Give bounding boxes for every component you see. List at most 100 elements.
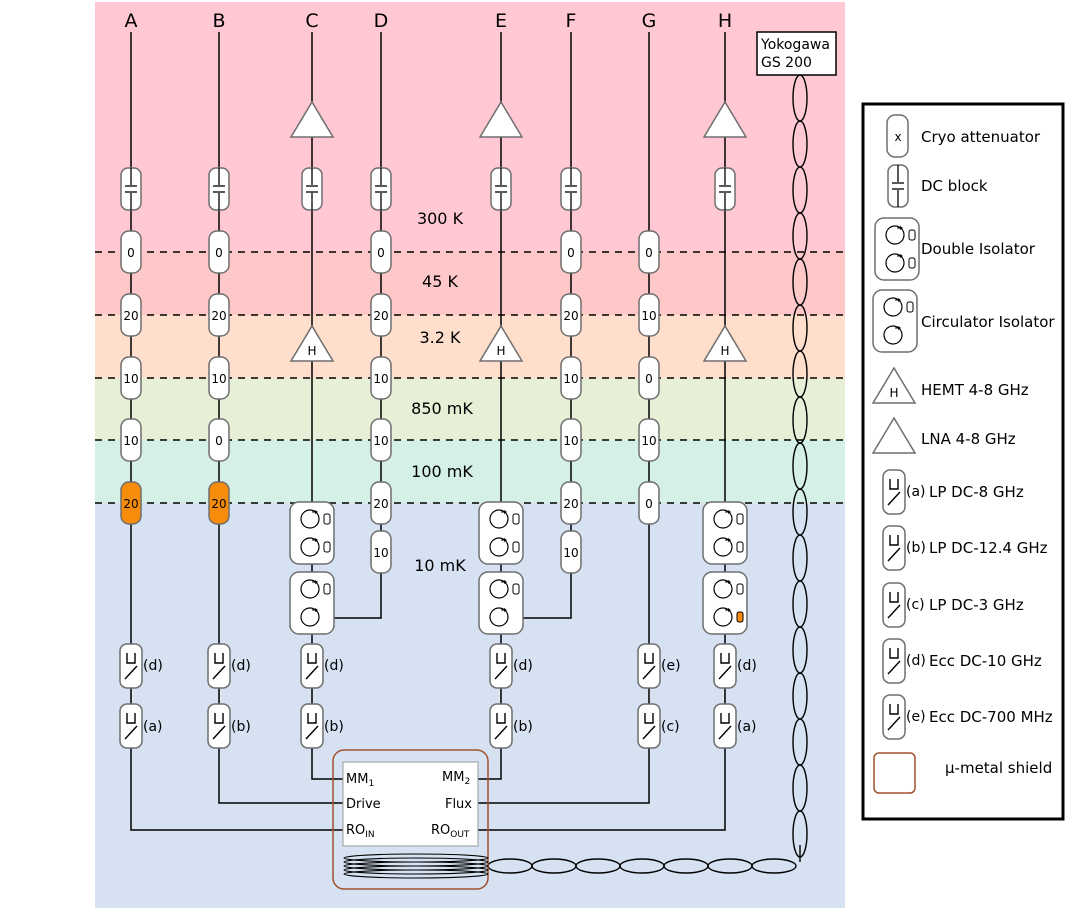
filter-icon <box>119 643 143 689</box>
mu-metal-shield-icon <box>873 752 916 794</box>
attenuator-legend-symbol: x <box>894 130 901 144</box>
attenuator-f-850mk: 10 <box>563 372 578 386</box>
filter-icon <box>637 703 661 749</box>
source-name: Yokogawa <box>760 37 830 53</box>
twist-segment <box>751 858 797 874</box>
filter-icon <box>882 469 906 515</box>
attenuator-g-100mk: 10 <box>641 434 656 448</box>
filter-c-tag-2: (b) <box>324 719 344 735</box>
filters: (d) (a) (d) (b) (d) (b) (d) (b) (e) (c) … <box>119 643 757 749</box>
hemt-label: H <box>307 344 316 358</box>
legend: x Cryo attenuator DC block Double Isolat… <box>861 102 1065 821</box>
line-labels: A B C D E F G H <box>125 10 733 32</box>
dc-block-icon <box>301 167 323 211</box>
legend-circulator-isolator: Circulator Isolator <box>921 313 1055 331</box>
filter-c-tag-1: (d) <box>324 658 344 674</box>
legend-lp-dc-3: LP DC-3 GHz <box>929 596 1024 614</box>
port-mm2: MM2 <box>442 770 470 787</box>
attenuator-a-10mk: 20 <box>123 497 138 511</box>
line-label-d: D <box>374 10 389 32</box>
stage-100mk-label: 100 mK <box>411 462 473 481</box>
legend-hemt-symbol-label: H <box>889 386 898 400</box>
circulator-isolator-icon <box>290 572 334 634</box>
filter-icon <box>489 643 513 689</box>
attenuator-d-10mk-2: 10 <box>373 546 388 560</box>
legend-mu-metal: μ-metal shield <box>945 759 1052 777</box>
dc-block-icon <box>887 164 909 208</box>
line-label-e: E <box>495 10 507 32</box>
wiring <box>130 32 726 831</box>
circulator-isolator-icon <box>873 290 917 352</box>
filter-g-tag-2: (c) <box>661 719 680 735</box>
attenuator-d-3k: 20 <box>373 309 388 323</box>
filter-icon <box>207 703 231 749</box>
line-label-h: H <box>718 10 732 32</box>
isolators <box>290 502 747 634</box>
hot-attenuator <box>208 481 230 525</box>
filter-icon <box>300 703 324 749</box>
filter-g-tag-1: (e) <box>661 658 681 674</box>
port-drive: Drive <box>346 797 381 812</box>
filter-icon <box>882 582 906 628</box>
attenuator-g-45k: 0 <box>645 246 653 260</box>
dc-block-icon <box>490 167 512 211</box>
port-ro-out: ROOUT <box>431 823 470 840</box>
attenuator-a-100mk: 10 <box>123 434 138 448</box>
filter-b-tag-1: (d) <box>231 658 251 674</box>
attenuators: 0 20 10 10 20 0 20 10 0 20 0 20 10 10 20… <box>120 230 660 574</box>
hemt-c: H <box>290 325 334 362</box>
legend-lp-dc-8: LP DC-8 GHz <box>929 483 1024 501</box>
stage-45k-label: 45 K <box>422 272 458 291</box>
hemt-label: H <box>496 344 505 358</box>
legend-hemt: HEMT 4-8 GHz <box>921 381 1029 399</box>
legend-cryo-attenuator: Cryo attenuator <box>921 128 1041 146</box>
line-label-a: A <box>125 10 138 32</box>
attenuator-d-45k: 0 <box>377 246 385 260</box>
attenuator-b-850mk: 10 <box>211 372 226 386</box>
line-label-b: B <box>212 10 225 32</box>
filter-a-tag-1: (d) <box>143 658 163 674</box>
attenuator-d-100mk: 10 <box>373 434 388 448</box>
stage-labels: 300 K 45 K 3.2 K 850 mK 100 mK 10 mK <box>411 209 473 575</box>
attenuator-f-45k: 0 <box>567 246 575 260</box>
mu-metal-shield <box>332 749 489 890</box>
circulator-isolator-icon <box>479 572 523 634</box>
source-model: GS 200 <box>761 55 812 71</box>
yokogawa-box <box>756 31 837 76</box>
attenuator-g-3k: 10 <box>641 309 656 323</box>
legend-filter-tag-c: (c) <box>906 597 925 613</box>
filter-e-tag-1: (d) <box>513 658 533 674</box>
filter-icon <box>882 525 906 571</box>
attenuator-a-45k: 0 <box>127 246 135 260</box>
legend-filter-tag-d: (d) <box>906 653 926 669</box>
stage-band <box>95 252 845 315</box>
legend-ecc-dc-10: Ecc DC-10 GHz <box>929 652 1042 670</box>
attenuator-b-3k: 20 <box>211 309 226 323</box>
filter-icon <box>713 703 737 749</box>
line-label-f: F <box>566 10 577 32</box>
filter-icon <box>882 694 906 740</box>
filter-h-tag-2: (a) <box>737 719 757 735</box>
attenuator-f-100mk: 10 <box>563 434 578 448</box>
hemt-amplifiers: H H H <box>290 325 747 362</box>
legend-dc-block: DC block <box>921 177 988 195</box>
filter-icon <box>207 643 231 689</box>
legend-lp-dc-12: LP DC-12.4 GHz <box>929 539 1048 557</box>
attenuator-d-10mk-1: 20 <box>373 497 388 511</box>
attenuator-a-850mk: 10 <box>123 372 138 386</box>
stage-10mk-label: 10 mK <box>414 556 466 575</box>
legend-double-isolator: Double Isolator <box>921 240 1036 258</box>
filter-icon <box>713 643 737 689</box>
filter-icon <box>489 703 513 749</box>
line-label-c: C <box>305 10 318 32</box>
dc-block-icon <box>120 167 142 211</box>
port-ro-in: ROIN <box>346 823 375 840</box>
legend-filter-tag-b: (b) <box>906 540 926 556</box>
hot-attenuator <box>120 481 142 525</box>
filter-icon <box>637 643 661 689</box>
attenuator-b-100mk: 0 <box>215 434 223 448</box>
flux-coil <box>343 853 489 879</box>
legend-lna: LNA 4-8 GHz <box>921 430 1016 448</box>
attenuator-f-10mk-1: 20 <box>563 497 578 511</box>
